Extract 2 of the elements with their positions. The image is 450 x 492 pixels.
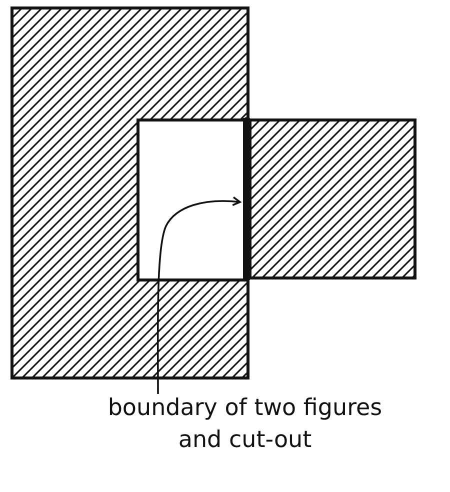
leader-arrow (156, 196, 241, 394)
callout-text: boundary of two figures and cut-out (95, 392, 395, 456)
